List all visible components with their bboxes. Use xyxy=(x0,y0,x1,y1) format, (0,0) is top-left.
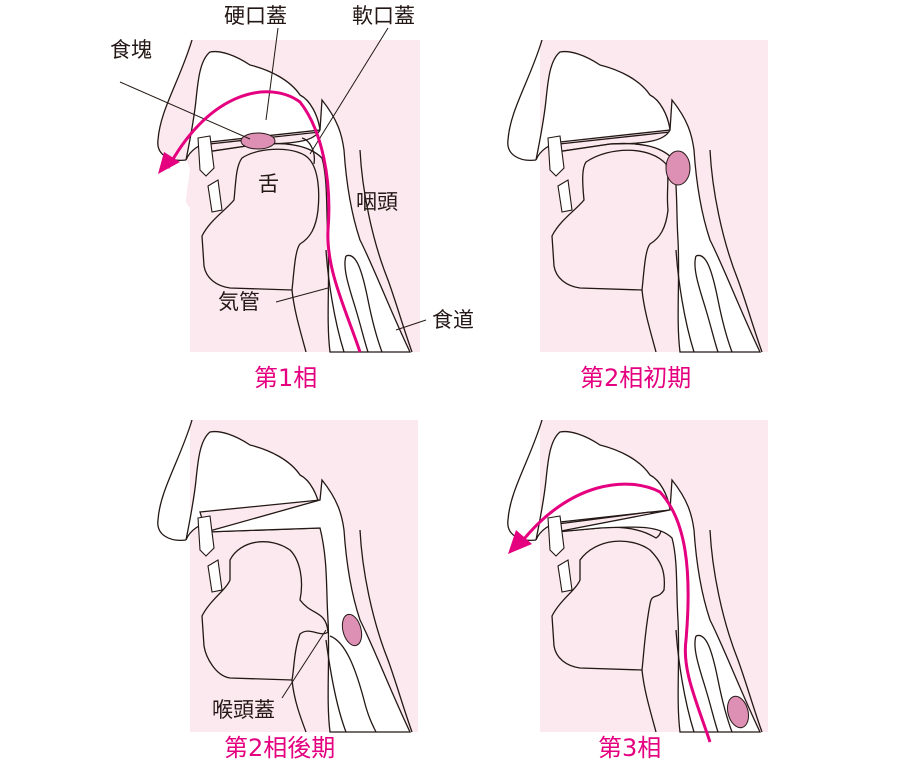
head-cross-section-phase-3 xyxy=(507,419,768,743)
label-soft-palate: 軟口蓋 xyxy=(352,4,415,28)
bolus-icon xyxy=(726,695,750,729)
label-hard-palate: 硬口蓋 xyxy=(224,4,287,28)
label-epiglottis: 喉頭蓋 xyxy=(212,698,275,722)
label-bolus: 食塊 xyxy=(110,38,152,62)
panel-phase-2-late: 喉頭蓋 第2相後期 xyxy=(150,419,450,760)
bolus-icon xyxy=(341,613,363,647)
label-esophagus: 食道 xyxy=(432,308,474,332)
caption-phase-1: 第1相 xyxy=(254,364,318,392)
head-cross-section-phase-2-late xyxy=(157,419,418,733)
panel-phase-3: 第3相 xyxy=(500,419,800,760)
head-cross-section-phase-2-early xyxy=(507,39,768,353)
label-trachea: 気管 xyxy=(218,290,260,314)
label-tongue: 舌 xyxy=(258,172,279,196)
panel-phase-2-early: 第2相初期 xyxy=(500,39,800,390)
head-cross-section-phase-1 xyxy=(119,27,427,353)
caption-phase-3: 第3相 xyxy=(598,734,662,762)
caption-phase-2-late: 第2相後期 xyxy=(224,734,336,762)
bolus-icon xyxy=(665,150,691,186)
caption-phase-2-early: 第2相初期 xyxy=(580,364,692,392)
panel-phase-1: 食塊 硬口蓋 軟口蓋 舌 咽頭 気管 食道 第1相 xyxy=(110,6,474,391)
label-pharynx: 咽頭 xyxy=(356,190,398,214)
